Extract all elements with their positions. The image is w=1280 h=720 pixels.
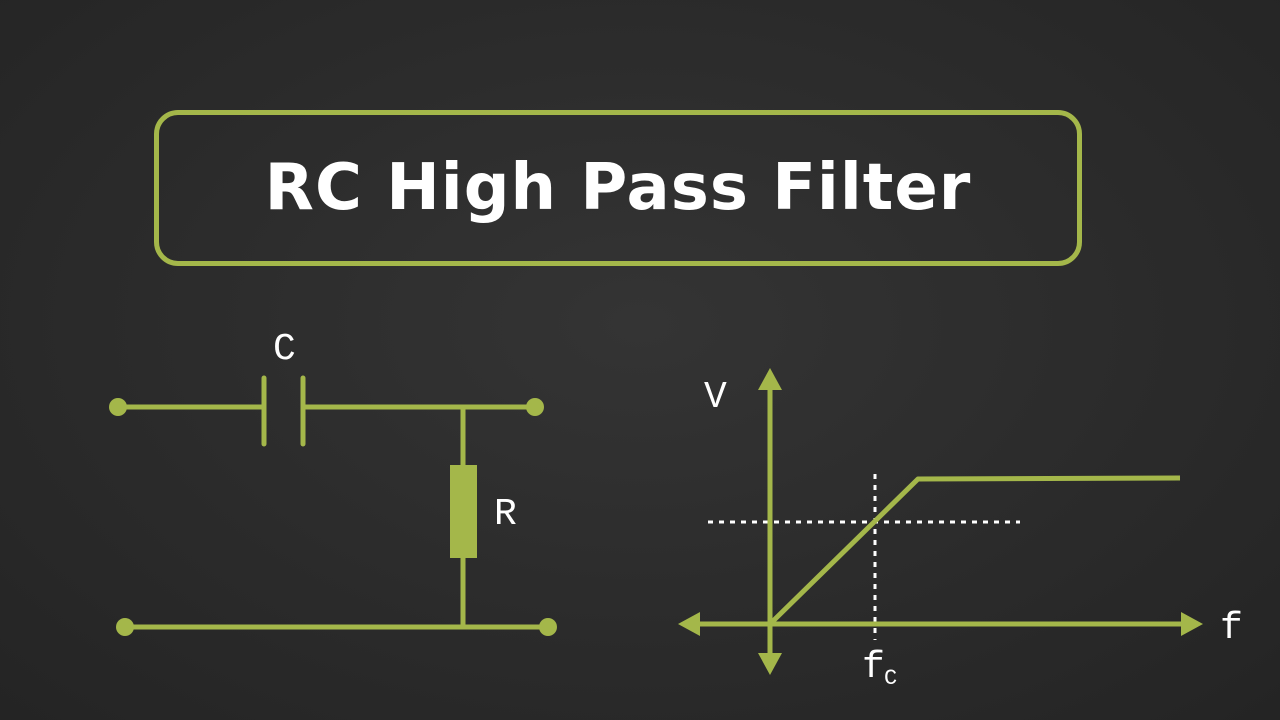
x-axis-arrow-right [1181,612,1203,636]
title-frame: RC High Pass Filter [154,110,1082,266]
response-curve [768,475,1181,626]
output-terminal-bottom [539,618,557,636]
y-axis-arrow-down [758,653,782,675]
input-terminal-top [109,398,127,416]
input-terminal-bottom [116,618,134,636]
output-terminal-top [526,398,544,416]
x-axis-label: f [1220,607,1243,650]
rc-circuit [109,375,557,636]
cutoff-frequency-subscript: C [884,666,897,691]
x-axis-arrow-left [678,612,700,636]
frequency-response-graph [678,368,1203,675]
y-axis-arrow-up [758,368,782,390]
resistor-body [450,465,477,558]
cutoff-frequency-label: f [862,646,885,689]
resistor-label: R [494,493,517,536]
y-axis-label: V [704,376,727,419]
page-title: RC High Pass Filter [264,151,972,225]
capacitor-label: C [273,328,296,371]
